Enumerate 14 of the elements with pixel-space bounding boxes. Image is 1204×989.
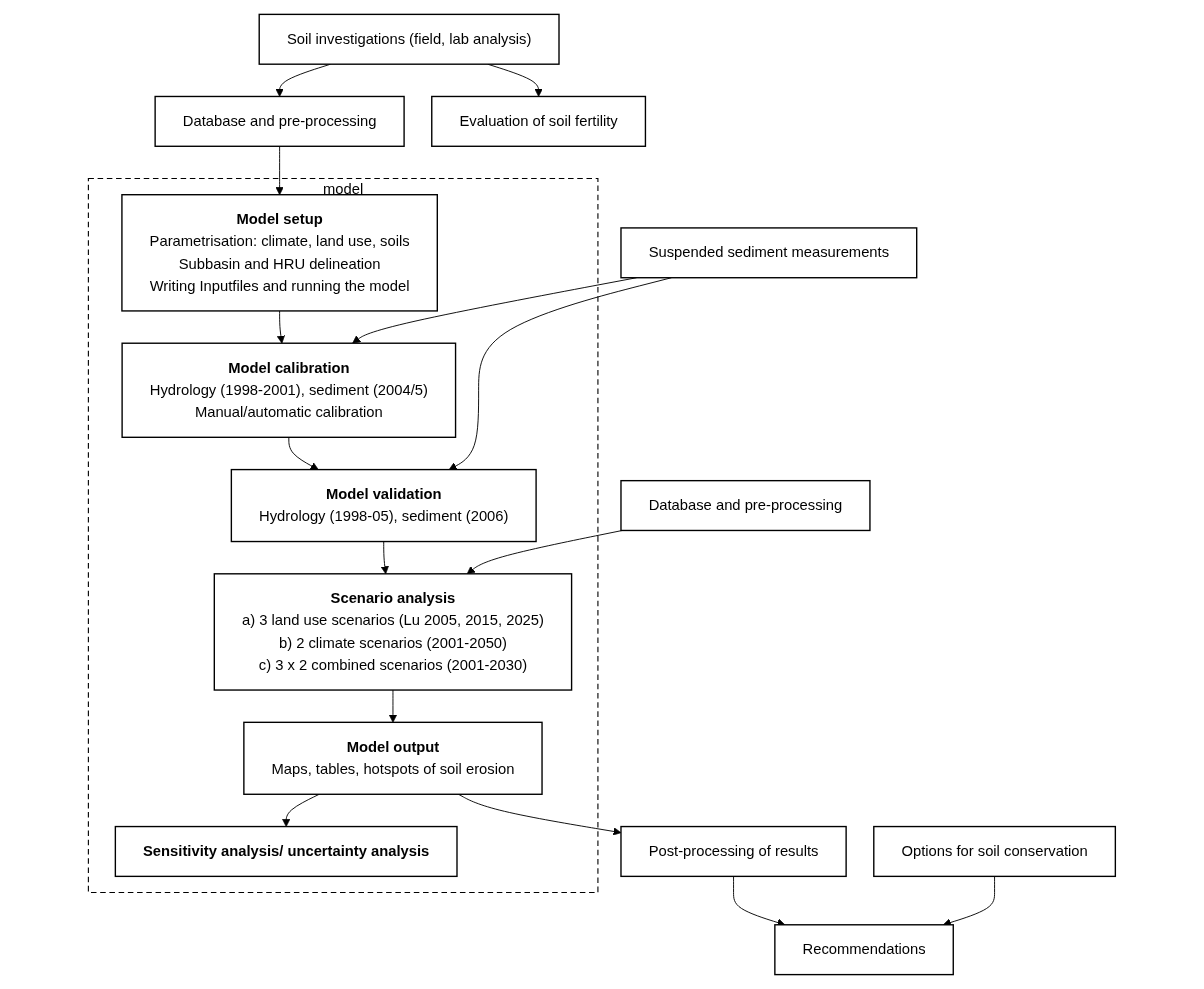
node-box: Post-processing of results (620, 825, 847, 878)
node-box: Model output Maps, tables, hotspots of soil erosion (243, 721, 543, 795)
node-box: Recommendations (774, 924, 955, 976)
node-box: Database and pre-processing (154, 95, 405, 147)
node-box: Options for soil conservation (873, 825, 1117, 878)
node-box: Evaluation of soil fertility (431, 95, 647, 147)
node-box: Suspended sediment measurements (620, 227, 918, 279)
node-box: Database and pre-processing (620, 479, 871, 532)
node-box: Model calibration Hydrology (1998-2001), sediment (2004/5) Manual/automatic calibration (121, 342, 457, 438)
node-box: Sensitivity analysis/ uncertainty analysis (114, 825, 458, 878)
node-box: Soil investigations (field, lab analysis) (258, 13, 560, 65)
node-box: Model validation Hydrology (1998-05), sediment (2006) (230, 468, 537, 543)
node-box: Model setup Parametrisation: climate, land use, soils Subbasin and HRU delineation Writing Inputfiles and running the model (121, 194, 439, 312)
node-box: Scenario analysis a) 3 land use scenarios (Lu 2005, 2015, 2025) b) 2 climate scenarios (2001-2050) c) 3 x 2 combined scenarios (2001-2030) (213, 573, 573, 691)
